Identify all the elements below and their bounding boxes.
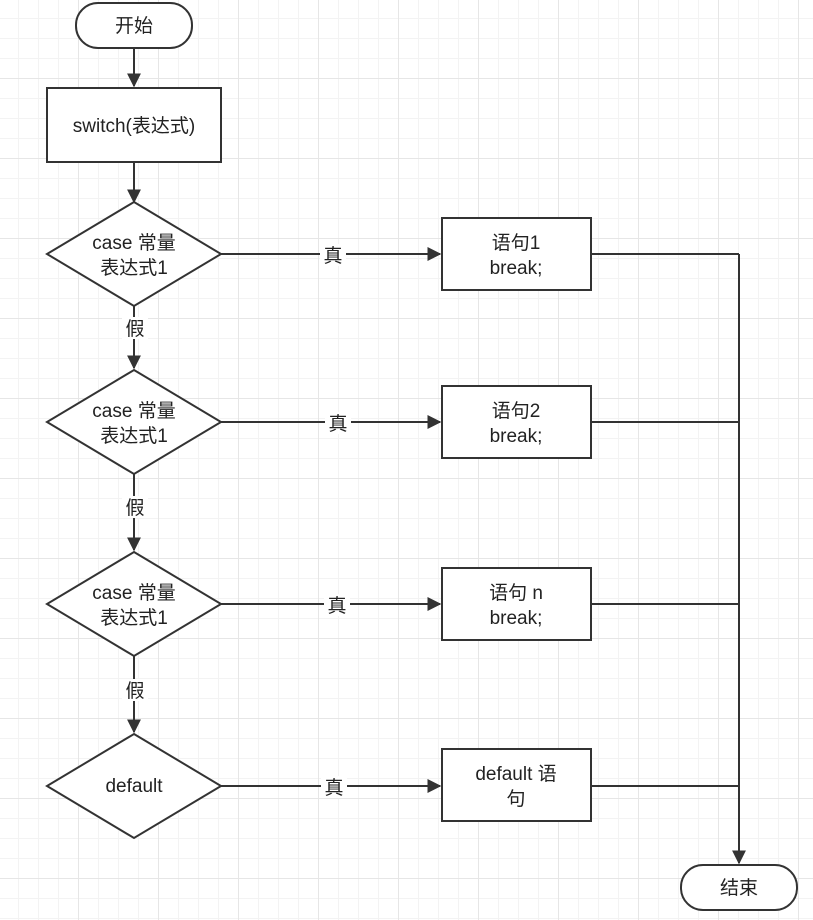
edge-label-false-2: 假 — [122, 496, 148, 519]
edge-label-true-4: 真 — [321, 776, 347, 799]
svg-text:结束: 结束 — [720, 877, 758, 899]
svg-text:假: 假 — [125, 497, 144, 519]
edge-label-false-3: 假 — [122, 679, 148, 702]
svg-text:表达式1: 表达式1 — [100, 607, 168, 629]
svg-text:break;: break; — [490, 426, 543, 447]
svg-text:开始: 开始 — [115, 15, 153, 37]
stmt2-node: 语句2 break; — [441, 385, 592, 459]
edge-label-false-1: 假 — [122, 317, 148, 340]
case3-decision: case 常量 表达式1 — [45, 550, 223, 658]
default-stmt-node: default 语 句 — [441, 748, 592, 822]
svg-text:default 语: default 语 — [475, 763, 556, 785]
start-node: 开始 — [75, 2, 193, 49]
svg-text:case 常量: case 常量 — [92, 232, 175, 254]
case1-decision: case 常量 表达式1 — [45, 200, 223, 308]
svg-text:句: 句 — [506, 788, 525, 810]
edge-label-true-2: 真 — [325, 412, 351, 435]
svg-text:真: 真 — [324, 777, 343, 799]
default-decision: default — [45, 732, 223, 840]
edge-label-true-1: 真 — [320, 244, 346, 267]
stmt1-node: 语句1 break; — [441, 217, 592, 291]
svg-text:switch(表达式): switch(表达式) — [73, 115, 195, 137]
svg-text:case 常量: case 常量 — [92, 582, 175, 604]
svg-text:表达式1: 表达式1 — [100, 425, 168, 447]
svg-text:真: 真 — [323, 245, 342, 267]
svg-text:case 常量: case 常量 — [92, 400, 175, 422]
svg-text:语句 n: 语句 n — [489, 582, 543, 604]
svg-text:语句2: 语句2 — [492, 400, 541, 422]
svg-text:语句1: 语句1 — [492, 232, 541, 254]
svg-text:break;: break; — [490, 258, 543, 279]
switch-node: switch(表达式) — [46, 87, 222, 163]
svg-text:表达式1: 表达式1 — [100, 257, 168, 279]
svg-text:真: 真 — [328, 413, 347, 435]
stmtn-node: 语句 n break; — [441, 567, 592, 641]
svg-text:假: 假 — [125, 680, 144, 702]
svg-text:default: default — [105, 776, 163, 797]
edge-label-true-3: 真 — [324, 594, 350, 617]
case2-decision: case 常量 表达式1 — [45, 368, 223, 476]
svg-text:break;: break; — [490, 608, 543, 629]
end-node: 结束 — [680, 864, 798, 911]
svg-text:真: 真 — [327, 595, 346, 617]
svg-text:假: 假 — [125, 318, 144, 340]
